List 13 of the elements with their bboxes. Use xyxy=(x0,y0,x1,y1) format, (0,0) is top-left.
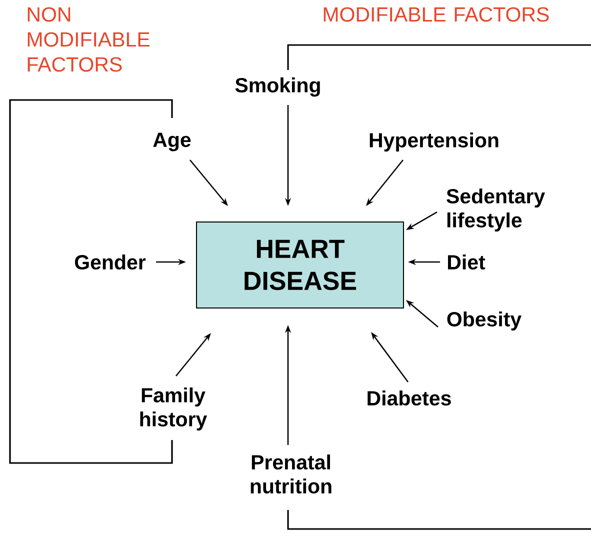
factor-label: Sedentary lifestyle xyxy=(446,188,546,232)
factor-label: Smoking xyxy=(235,77,320,97)
group-heading: NON MODIFIABLE FACTORS xyxy=(28,7,150,72)
factor-label: Gender xyxy=(74,254,146,270)
factor-label: Prenatal nutrition xyxy=(250,454,332,494)
factor-label: Obesity xyxy=(447,311,522,331)
factor-label: Family history xyxy=(140,387,208,431)
factor-label: Hypertension xyxy=(370,132,498,152)
factor-label: Age xyxy=(153,132,191,152)
group-heading: MODIFIABLE FACTORS xyxy=(324,7,549,22)
process-box: HEART DISEASE xyxy=(196,222,404,308)
factor-label: Diet xyxy=(448,254,486,270)
factor-label: Diabetes xyxy=(368,390,451,406)
